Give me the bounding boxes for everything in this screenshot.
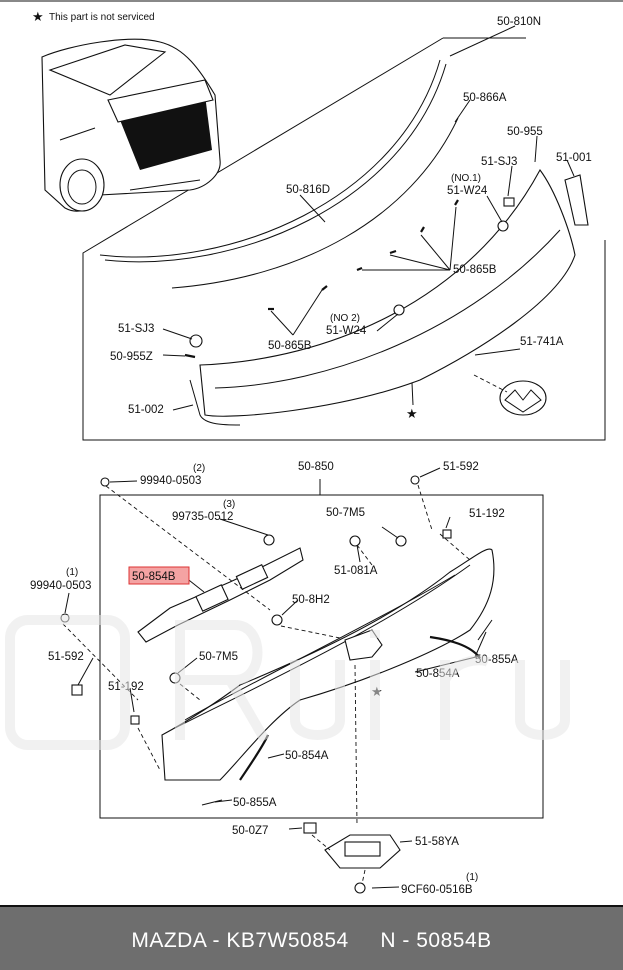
- parts-diagram: ★ This part is not serviced: [0, 0, 623, 896]
- label-99940-0503-b: 99940-0503: [30, 580, 91, 592]
- label-50-955Z: 50-955Z: [110, 351, 153, 363]
- label-50-955: 50-955: [507, 126, 543, 138]
- label-50-855A-a: 50-855A: [475, 654, 519, 666]
- label-50-850: 50-850: [298, 461, 334, 473]
- label-51-192-b: 51-192: [108, 681, 144, 693]
- star-marker: ★: [406, 407, 418, 422]
- label-2: (2): [193, 463, 205, 474]
- label-51-192-a: 51-192: [469, 508, 505, 520]
- vehicle-illustration: [41, 38, 221, 212]
- label-no1: (NO.1): [451, 173, 481, 184]
- label-51-58YA: 51-58YA: [415, 836, 459, 848]
- label-50-865B-a: 50-865B: [453, 264, 497, 276]
- label-51-002: 51-002: [128, 404, 164, 416]
- top-section: ★: [41, 25, 606, 441]
- label-50-865B-b: 50-865B: [268, 340, 312, 352]
- label-51-081A: 51-081A: [334, 565, 378, 577]
- label-50-810N: 50-810N: [497, 16, 541, 28]
- label-50-816D: 50-816D: [286, 184, 330, 196]
- label-99940-0503-a: 99940-0503: [140, 475, 201, 487]
- label-51-SJ3-a: 51-SJ3: [481, 156, 517, 168]
- label-9CF60-0516B: 9CF60-0516B: [401, 884, 473, 896]
- highlight-box: [128, 566, 190, 585]
- label-51-741A: 51-741A: [520, 336, 564, 348]
- label-51-W24-a: 51-W24: [447, 185, 488, 197]
- label-50-854B: 50-854B: [132, 571, 176, 583]
- emblem-illustration: [499, 380, 547, 416]
- footer-bar: MAZDA - KB7W50854 N - 50854B: [0, 905, 623, 970]
- label-51-SJ3-b: 51-SJ3: [118, 323, 154, 335]
- label-50-7M5-b: 50-7M5: [199, 651, 238, 663]
- label-50-866A: 50-866A: [463, 92, 507, 104]
- clip-group: [184, 197, 515, 359]
- star-icon: ★: [32, 10, 44, 25]
- label-51-592-b: 51-592: [48, 651, 84, 663]
- label-51-W24-b: 51-W24: [326, 325, 367, 337]
- label-50-7M5-a: 50-7M5: [326, 507, 365, 519]
- label-50-855A-b: 50-855A: [233, 797, 277, 809]
- not-serviced-note: This part is not serviced: [49, 12, 155, 23]
- label-99735-0512: 99735-0512: [172, 511, 233, 523]
- label-50-854A-a: 50-854A: [416, 668, 460, 680]
- label-3: (3): [223, 499, 235, 510]
- bracket-50-854B: [137, 534, 304, 643]
- label-51-001: 51-001: [556, 152, 592, 164]
- label-50-8H2: 50-8H2: [292, 594, 330, 606]
- label-50-0Z7: 50-0Z7: [232, 825, 268, 837]
- footer-part-number: MAZDA - KB7W50854 N - 50854B: [131, 929, 492, 952]
- label-no2: (NO 2): [330, 313, 360, 324]
- switch-51-58YA: [324, 834, 401, 869]
- label-1-a: (1): [66, 567, 78, 578]
- star-marker-bottom: ★: [371, 685, 383, 700]
- label-51-592-a: 51-592: [443, 461, 479, 473]
- label-1-b: (1): [466, 872, 478, 883]
- label-50-854A-b: 50-854A: [285, 750, 329, 762]
